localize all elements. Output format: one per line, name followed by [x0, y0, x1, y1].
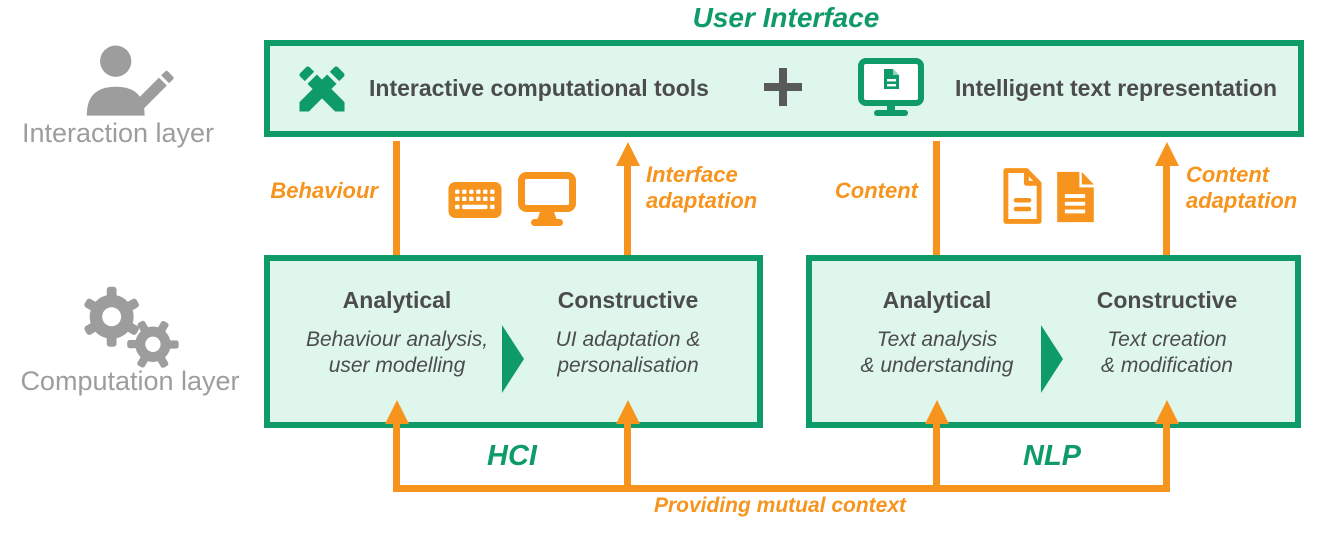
content-arrow	[933, 141, 940, 265]
nlp-label: NLP	[1023, 440, 1081, 472]
mutual-arrow-nlp-constructive	[1163, 423, 1170, 492]
person-pencil-icon	[86, 45, 174, 116]
computation-layer-label: Computation layer	[20, 366, 240, 396]
content-adaptation-arrow	[1163, 164, 1170, 285]
plus-icon	[764, 68, 802, 106]
hci-constructive-heading: Constructive	[557, 287, 699, 313]
mutual-arrowhead-hci-analytical	[385, 400, 409, 424]
user-interface-title: User Interface	[692, 2, 880, 33]
hci-analytical-heading: Analytical	[342, 287, 452, 313]
interface-adaptation-label: Interface adaptation	[646, 162, 758, 213]
crossed-pens-icon	[299, 66, 345, 112]
text-representation-label: Intelligent text representation	[955, 75, 1278, 101]
document-outline-icon	[1003, 168, 1042, 224]
mutual-arrow-nlp-analytical	[933, 423, 940, 492]
content-adaptation-arrowhead	[1155, 142, 1179, 166]
nlp-constructive-heading: Constructive	[1096, 287, 1238, 313]
keyboard-icon	[448, 182, 502, 218]
mutual-context-bar	[393, 485, 1170, 492]
document-filled-icon	[1057, 171, 1094, 223]
behaviour-arrow	[393, 141, 400, 265]
hci-label: HCI	[487, 440, 537, 472]
monitor-icon	[518, 172, 576, 226]
mutual-arrowhead-hci-constructive	[616, 400, 640, 424]
chevron-right-icon	[502, 325, 524, 393]
hci-constructive-desc: UI adaptation & personalisation	[555, 328, 701, 377]
chevron-right-icon	[1041, 325, 1063, 393]
mutual-arrowhead-nlp-constructive	[1155, 400, 1179, 424]
nlp-analytical-heading: Analytical	[882, 287, 992, 313]
mutual-arrow-hci-analytical	[393, 423, 400, 492]
content-label: Content	[834, 178, 918, 203]
hci-analytical-desc: Behaviour analysis, user modelling	[305, 328, 489, 377]
interface-adaptation-arrow	[624, 164, 631, 285]
mutual-arrowhead-nlp-analytical	[925, 400, 949, 424]
interaction-layer-label: Interaction layer	[21, 118, 215, 148]
nlp-analytical-desc: Text analysis & understanding	[860, 328, 1014, 377]
nlp-constructive-desc: Text creation & modification	[1101, 328, 1233, 377]
interactive-tools-label: Interactive computational tools	[369, 75, 709, 101]
content-adaptation-label: Content adaptation	[1186, 162, 1298, 213]
gears-icon	[84, 286, 179, 368]
behaviour-label: Behaviour	[270, 178, 378, 203]
providing-mutual-context-label: Providing mutual context	[653, 494, 907, 517]
interface-adaptation-arrowhead	[616, 142, 640, 166]
monitor-document-icon	[858, 58, 924, 116]
mutual-arrow-hci-constructive	[624, 423, 631, 492]
